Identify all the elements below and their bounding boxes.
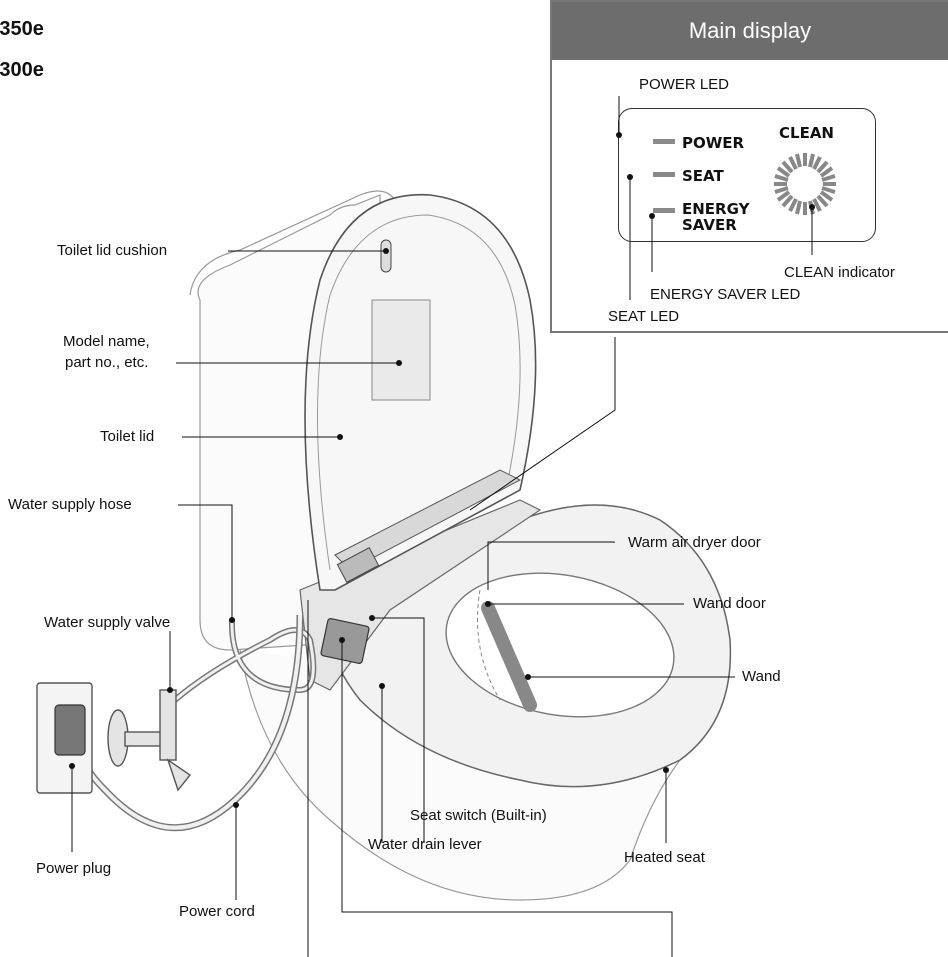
label-power-plug: Power plug — [36, 860, 112, 877]
model-name-2: S300e — [0, 59, 44, 81]
label-power-led: POWER LED — [639, 76, 730, 93]
label-energy-saver-led: ENERGY SAVER LED — [650, 286, 801, 303]
panel-leader-lines — [616, 96, 815, 300]
display-panel-box: POWER SEAT ENERGY SAVER CLEAN — [618, 108, 876, 242]
tank-top-edge — [189, 190, 396, 296]
label-seat-led: SEAT LED — [608, 308, 680, 325]
water-supply-valve-shape — [107, 689, 192, 792]
label-heated-seat: Heated seat — [624, 849, 705, 866]
label-water-drain-lever: Water drain lever — [368, 836, 482, 853]
lid-cushion — [380, 239, 392, 273]
seat-led-bar — [653, 172, 675, 177]
seat-opening — [445, 572, 675, 718]
main-display-panel: Main display POWER LED POWER SEAT ENERGY… — [550, 0, 948, 333]
label-water-supply-valve: Water supply valve — [44, 614, 171, 631]
label-toilet-lid: Toilet lid — [100, 428, 155, 445]
side-control-panel — [320, 618, 370, 664]
label-clean-indicator: CLEAN indicator — [784, 264, 895, 281]
water-supply-hose-inner — [174, 619, 315, 702]
leader-lines — [71, 250, 735, 957]
power-cord-inner — [79, 614, 302, 830]
label-wand: Wand — [742, 668, 781, 685]
label-power-cord: Power cord — [179, 903, 255, 920]
label-seat-switch: Seat switch (Built-in) — [410, 807, 547, 824]
model-name-1: S350e — [0, 18, 44, 40]
model-label-rect — [371, 299, 431, 401]
label-model-name: Model name, — [63, 333, 150, 350]
toilet-lid-inner — [317, 214, 521, 571]
main-display-unit — [336, 547, 380, 583]
label-toilet-lid-cushion: Toilet lid cushion — [57, 242, 168, 259]
wand-shape — [481, 601, 537, 712]
panel-word-saver: SAVER — [682, 216, 737, 234]
power-led-bar — [653, 139, 675, 144]
label-warm-air-dryer-door: Warm air dryer door — [628, 534, 761, 551]
panel-word-power: POWER — [682, 134, 745, 152]
power-plug-shape — [54, 704, 86, 756]
wand-housing-dashed — [477, 589, 501, 701]
panel-word-clean: CLEAN — [779, 124, 834, 142]
clean-indicator-icon — [774, 153, 836, 215]
label-part-no: part no., etc. — [65, 354, 149, 371]
energy-saver-led-bar — [653, 208, 675, 213]
label-wand-door: Wand door — [693, 595, 766, 612]
label-water-supply-hose: Water supply hose — [8, 496, 132, 513]
main-display-title: Main display — [552, 2, 948, 60]
panel-word-seat: SEAT — [682, 167, 724, 185]
leader-dots — [69, 248, 669, 808]
panel-word-energy: ENERGY — [682, 200, 750, 218]
